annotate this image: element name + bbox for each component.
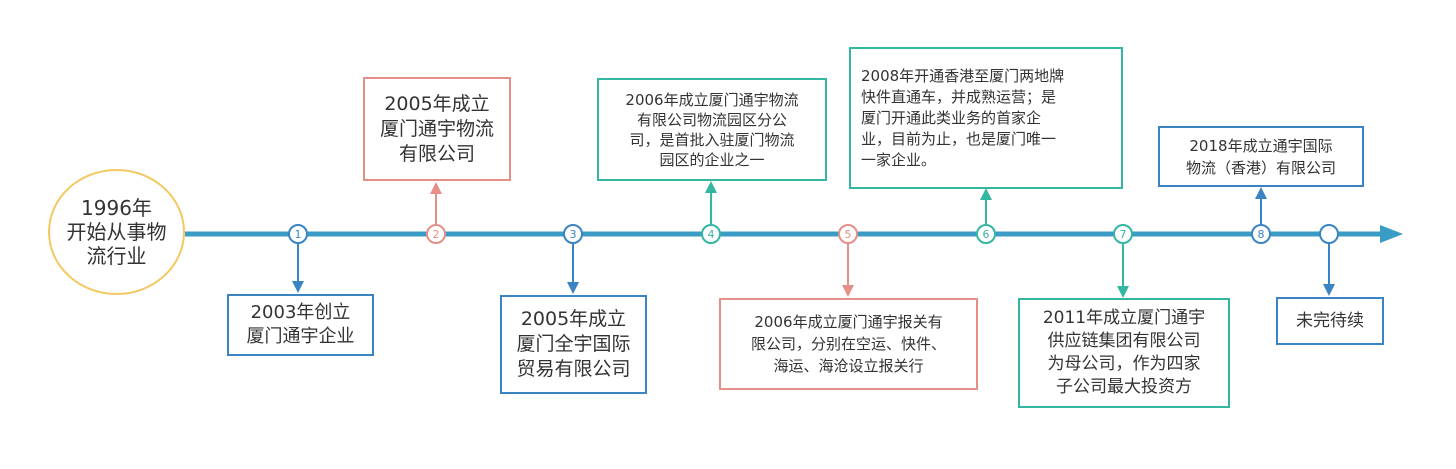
event-box-2005-logistics: 2005年成立 厦门通宇物流 有限公司 xyxy=(363,77,511,181)
event-box-2011-group: 2011年成立厦门通宇 供应链集团有限公司 为母公司，作为四家 子公司最大投资方 xyxy=(1018,298,1230,408)
event-box-2006-customs: 2006年成立厦门通宇报关有 限公司，分别在空运、快件、 海运、海沧设立报关行 xyxy=(719,298,978,390)
start-circle: 1996年 开始从事物 流行业 xyxy=(48,169,185,295)
connector-arrow-7 xyxy=(1117,286,1129,298)
event-box-2003: 2003年创立 厦门通宇企业 xyxy=(227,294,374,356)
timeline-marker-8: 8 xyxy=(1251,224,1271,244)
timeline-marker-1: 1 xyxy=(288,224,308,244)
timeline-marker-4: 4 xyxy=(701,224,721,244)
timeline-marker-6: 6 xyxy=(976,224,996,244)
event-box-2008-express: 2008年开通香港至厦门两地牌 快件直通车，并成熟运营；是 厦门开通此类业务的首… xyxy=(849,47,1123,189)
connector-arrow-6 xyxy=(980,188,992,200)
connector-arrow-4 xyxy=(705,181,717,193)
connector-arrow-8 xyxy=(1255,187,1267,199)
timeline-marker-2: 2 xyxy=(426,224,446,244)
connector-arrow-5 xyxy=(842,285,854,297)
timeline-marker-5: 5 xyxy=(838,224,858,244)
timeline-marker-end xyxy=(1319,224,1339,244)
event-box-to-be-continued: 未完待续 xyxy=(1276,297,1384,345)
connector-arrow-1 xyxy=(292,281,304,293)
event-box-2006-logistics-park: 2006年成立厦门通宇物流 有限公司物流园区分公 司，是首批入驻厦门物流 园区的… xyxy=(597,78,827,181)
timeline-arrowhead xyxy=(1380,225,1403,243)
timeline-marker-3: 3 xyxy=(563,224,583,244)
connector-arrow-2 xyxy=(430,182,442,194)
event-box-2018-hk: 2018年成立通宇国际 物流（香港）有限公司 xyxy=(1158,126,1364,187)
timeline-marker-7: 7 xyxy=(1113,224,1133,244)
event-box-2005-trade: 2005年成立 厦门全宇国际 贸易有限公司 xyxy=(500,295,647,394)
connector-arrow-9 xyxy=(1323,284,1335,296)
connector-arrow-3 xyxy=(567,282,579,294)
